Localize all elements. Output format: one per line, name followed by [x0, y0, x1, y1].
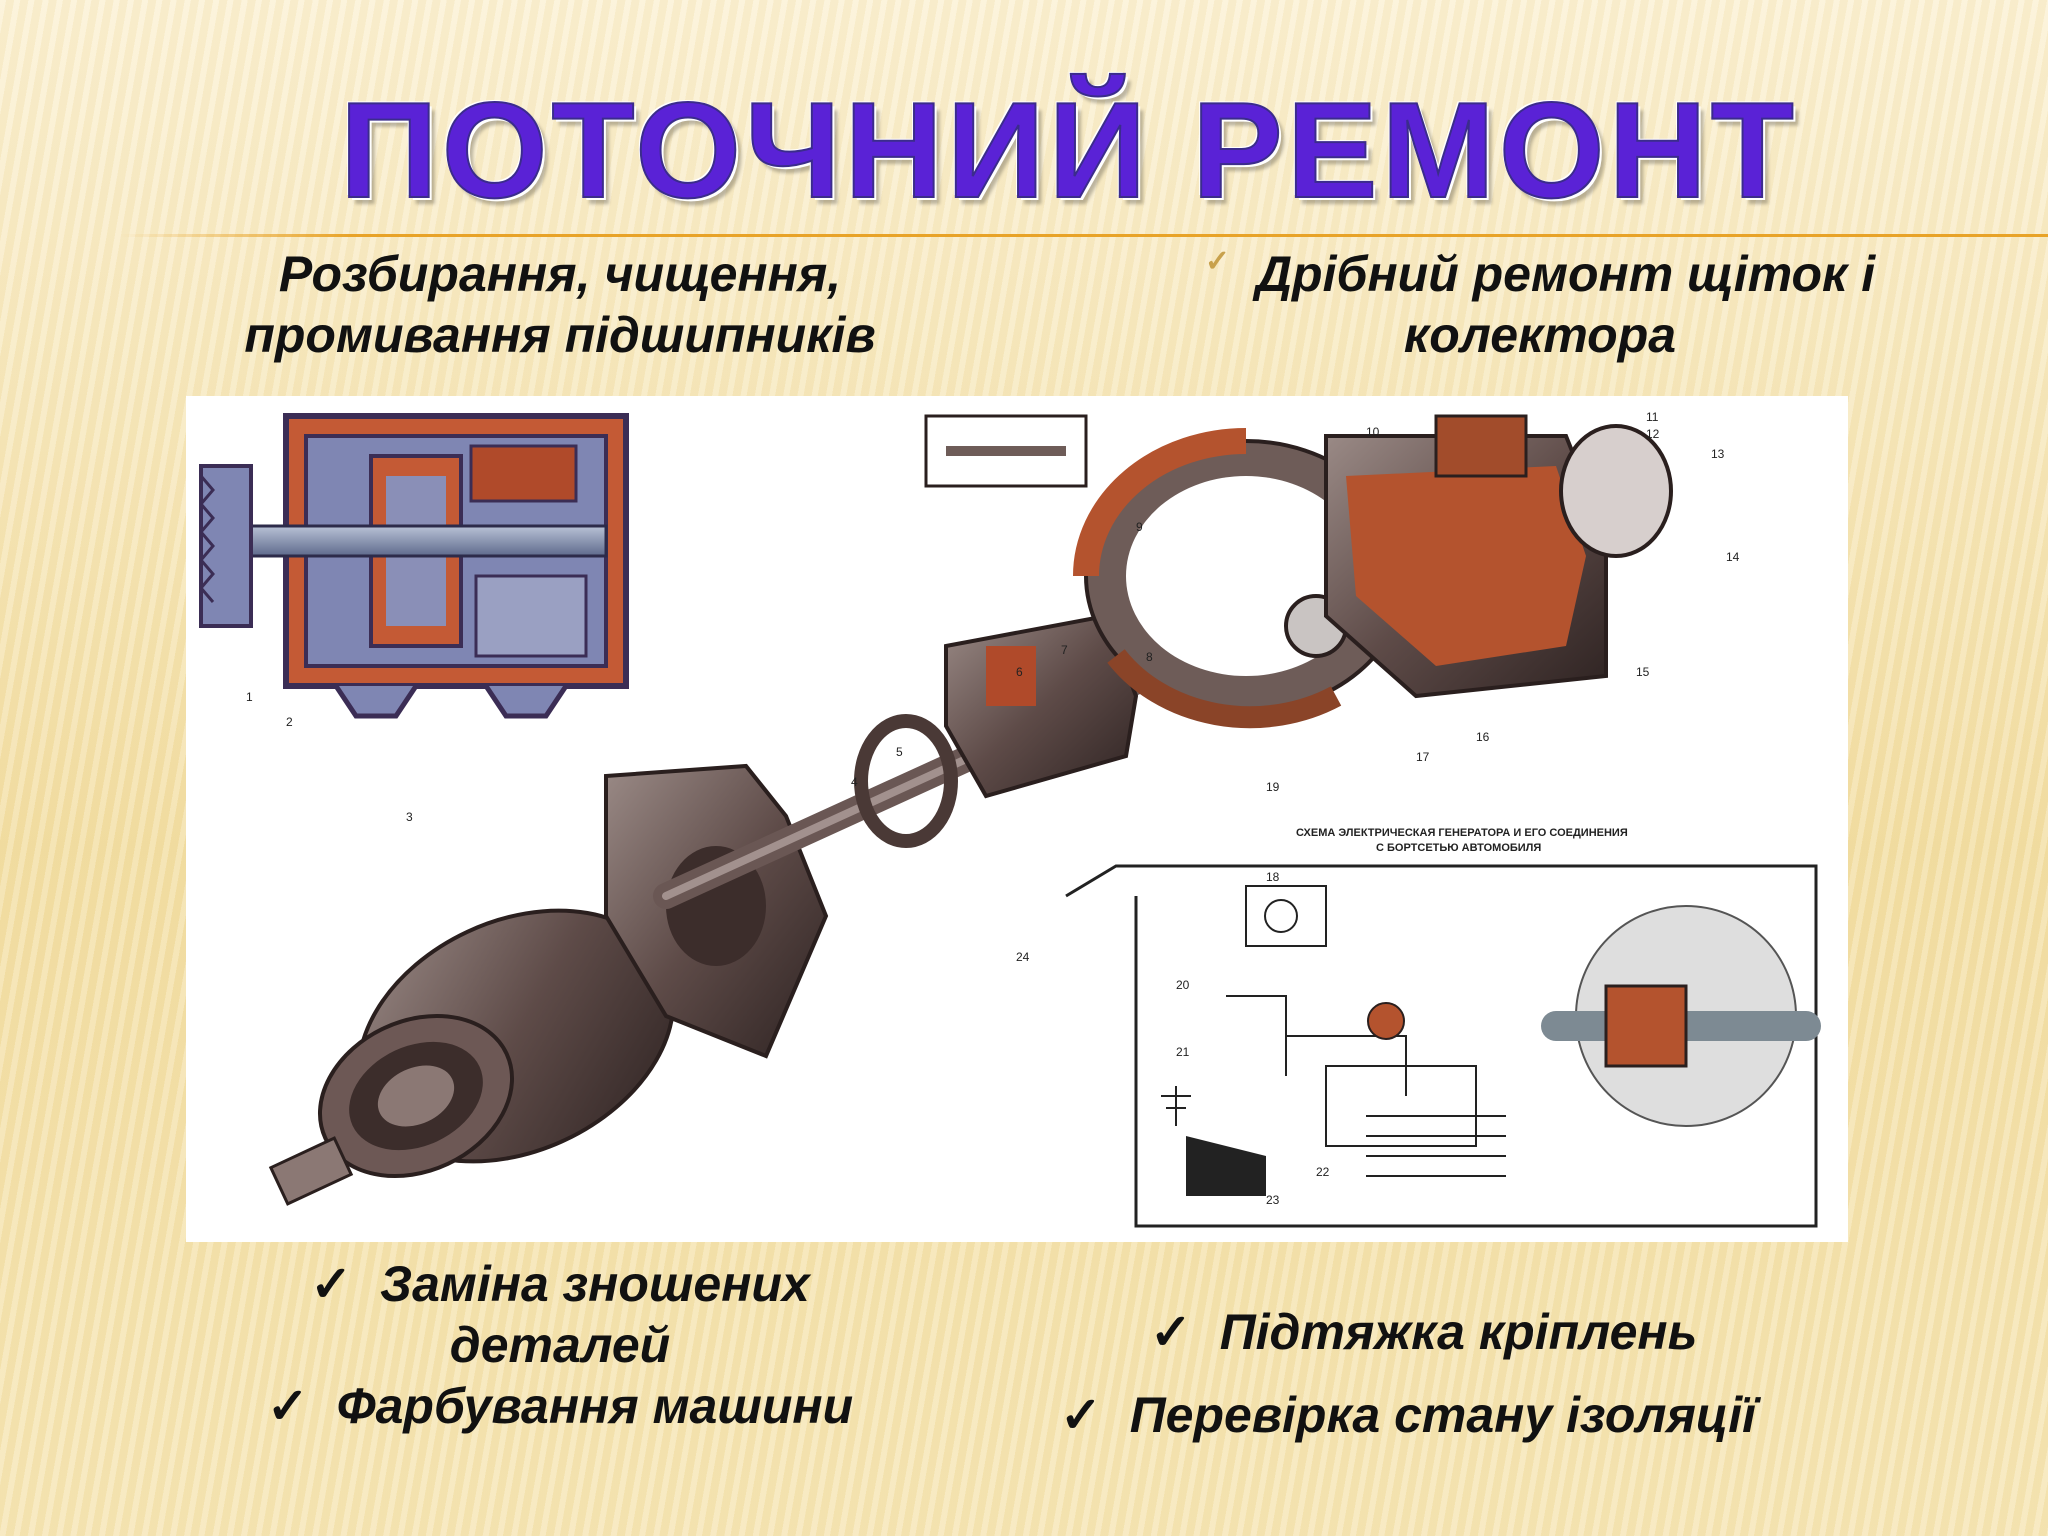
label-22: 22	[1316, 1165, 1330, 1179]
label-14: 14	[1726, 550, 1740, 564]
label-1: 1	[246, 690, 253, 704]
label-12: 12	[1646, 427, 1660, 441]
cutaway-generator	[199, 413, 629, 719]
checkmark-icon: ✓	[1150, 1304, 1192, 1360]
rear-cover	[924, 414, 1673, 699]
caption-replace-parts: ✓ Заміна зношених деталей ✓ Фарбування м…	[250, 1254, 870, 1437]
label-5: 5	[896, 745, 903, 759]
label-19: 19	[1266, 780, 1280, 794]
caption-brush-repair-text: Дрібний ремонт щіток і колектора	[1255, 246, 1876, 363]
schematic-caption-line2: С БОРТСЕТЬЮ АВТОМОБИЛЯ	[1376, 842, 1541, 854]
caption-tightening: ✓ Підтяжка кріплень ✓ Перевірка стану із…	[1060, 1302, 1960, 1446]
label-3: 3	[406, 810, 413, 824]
schematic-caption-line1: СХЕМА ЭЛЕКТРИЧЕСКАЯ ГЕНЕРАТОРА И ЕГО СОЕ…	[1296, 827, 1628, 839]
label-6: 6	[1016, 665, 1023, 679]
label-20: 20	[1176, 978, 1190, 992]
label-23: 23	[1266, 1193, 1280, 1207]
caption-painting-text: Фарбування машини	[336, 1378, 854, 1434]
pulley-assembly	[268, 763, 829, 1206]
label-15: 15	[1636, 665, 1650, 679]
label-21: 21	[1176, 1045, 1190, 1059]
caption-brush-repair: ✓ Дрібний ремонт щіток і колектора	[1090, 244, 1990, 366]
label-17: 17	[1416, 750, 1430, 764]
label-4: 4	[851, 775, 858, 789]
label-10: 10	[1366, 425, 1380, 439]
caption-replace-parts-text: Заміна зношених деталей	[379, 1256, 810, 1373]
label-13: 13	[1711, 447, 1725, 461]
caption-insulation-text: Перевірка стану ізоляції	[1129, 1387, 1756, 1443]
generator-illustration: СХЕМА ЭЛЕКТРИЧЕСКАЯ ГЕНЕРАТОРА И ЕГО СОЕ…	[186, 396, 1848, 1242]
label-24: 24	[1016, 950, 1030, 964]
label-9: 9	[1136, 520, 1143, 534]
label-11: 11	[1646, 410, 1659, 424]
checkmark-icon: ✓	[266, 1378, 309, 1434]
label-8: 8	[1146, 650, 1153, 664]
slide-title: ПОТОЧНИЙ РЕМОНТ	[339, 74, 1798, 226]
label-18: 18	[1266, 870, 1280, 884]
checkmark-icon: ✓	[1060, 1387, 1102, 1443]
caption-tightening-text: Підтяжка кріплень	[1219, 1304, 1698, 1360]
title-divider	[120, 234, 2048, 237]
checkmark-icon: ✓	[310, 1256, 353, 1312]
wiring-schematic: СХЕМА ЭЛЕКТРИЧЕСКАЯ ГЕНЕРАТОРА И ЕГО СОЕ…	[1065, 827, 1821, 1228]
label-7: 7	[1061, 643, 1068, 657]
label-2: 2	[286, 715, 293, 729]
caption-disassembly: Розбирання, чищення, промивання підшипни…	[244, 246, 876, 363]
label-16: 16	[1476, 730, 1490, 744]
part-callouts: 1 2 3 4 5 6 7 8 9 10 11 12 13 14 15 16 1…	[246, 410, 1740, 1207]
checkmark-icon: ✓	[1204, 245, 1230, 278]
